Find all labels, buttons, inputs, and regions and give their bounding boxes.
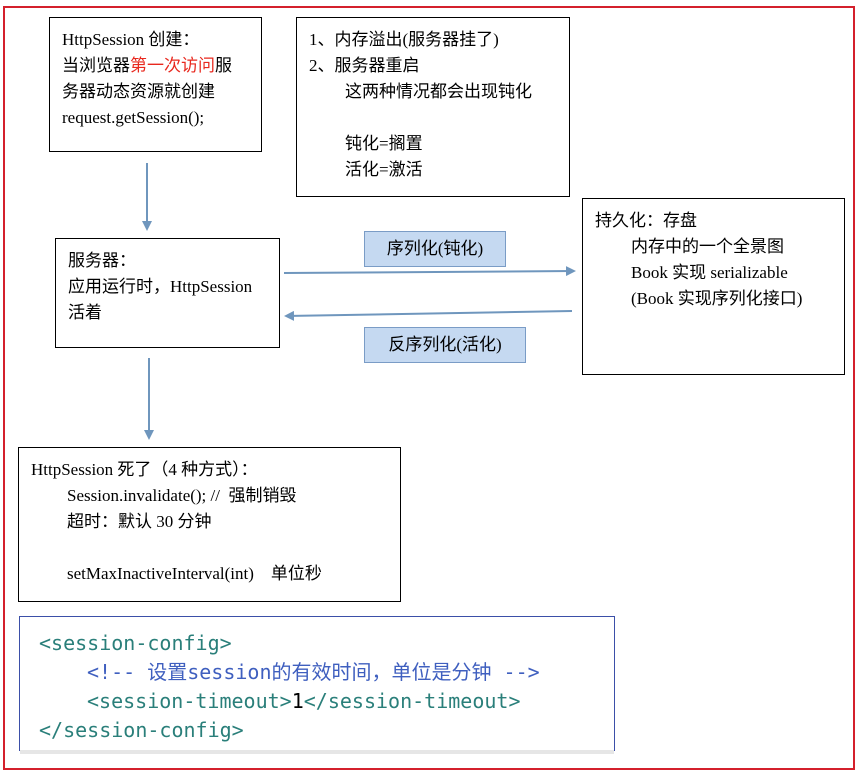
overflow-line-5: 活化=激活 [345,160,423,179]
overflow-spacer [309,105,569,131]
overflow-line-1: 1、内存溢出(服务器挂了) [309,30,499,49]
code-timeout-open: <session-timeout> [87,689,292,713]
first-visit-highlight: 第一次访问 [130,56,215,75]
overflow-line-2: 2、服务器重启 [309,56,420,75]
persistence-box: 持久化：存盘 内存中的一个全景图 Book 实现 serializable (B… [582,198,845,375]
create-line-1: HttpSession 创建： [62,30,200,49]
code-timeout-line: <session-timeout>1</session-timeout> [39,687,614,716]
server-line-3: 活着 [68,303,102,322]
create-line-2-suffix: 服 [215,56,232,75]
persist-line-4: (Book 实现序列化接口) [631,289,803,308]
create-line-2: 当浏览器第一次访问服 [62,53,261,79]
session-death-box: HttpSession 死了（4 种方式）： Session.invalidat… [18,447,401,602]
dead-line-1: HttpSession 死了（4 种方式）： [31,460,258,479]
code-timeout-value: 1 [291,689,304,713]
code-comment: <!-- 设置session的有效时间，单位是分钟 --> [87,660,540,684]
persist-line-1: 持久化：存盘 [595,211,697,230]
persist-line-3: Book 实现 serializable [631,263,788,282]
persist-line-2: 内存中的一个全景图 [631,237,784,256]
dead-line-3: 超时：默认 30 分钟 [67,512,212,531]
server-line-1: 服务器： [68,251,136,270]
server-line-2: 应用运行时，HttpSession [68,277,253,296]
code-open-tag: <session-config> [39,631,232,655]
create-line-2-prefix: 当浏览器 [62,56,130,75]
code-shadow [20,750,614,754]
create-line-4: request.getSession(); [62,108,205,127]
session-create-box: HttpSession 创建： 当浏览器第一次访问服 务器动态资源就创建 req… [49,17,262,152]
overflow-line-3: 这两种情况都会出现钝化 [345,82,532,101]
dead-line-2: Session.invalidate(); // 强制销毁 [67,486,297,505]
serialize-label: 序列化(钝化) [364,231,506,267]
dead-line-4: setMaxInactiveInterval(int) 单位秒 [67,564,322,583]
server-box: 服务器： 应用运行时，HttpSession 活着 [55,238,280,348]
create-line-3: 务器动态资源就创建 [62,82,215,101]
code-timeout-close: </session-timeout> [303,689,521,713]
dead-spacer [31,535,400,561]
session-config-code-block: <session-config> <!-- 设置session的有效时间，单位是… [19,616,615,754]
passivation-cases-box: 1、内存溢出(服务器挂了) 2、服务器重启 这两种情况都会出现钝化 钝化=搁置 … [296,17,570,197]
deserialize-label: 反序列化(活化) [364,327,526,363]
outer-frame [3,6,855,770]
overflow-line-4: 钝化=搁置 [345,134,423,153]
code-close-tag: </session-config> [39,718,244,742]
